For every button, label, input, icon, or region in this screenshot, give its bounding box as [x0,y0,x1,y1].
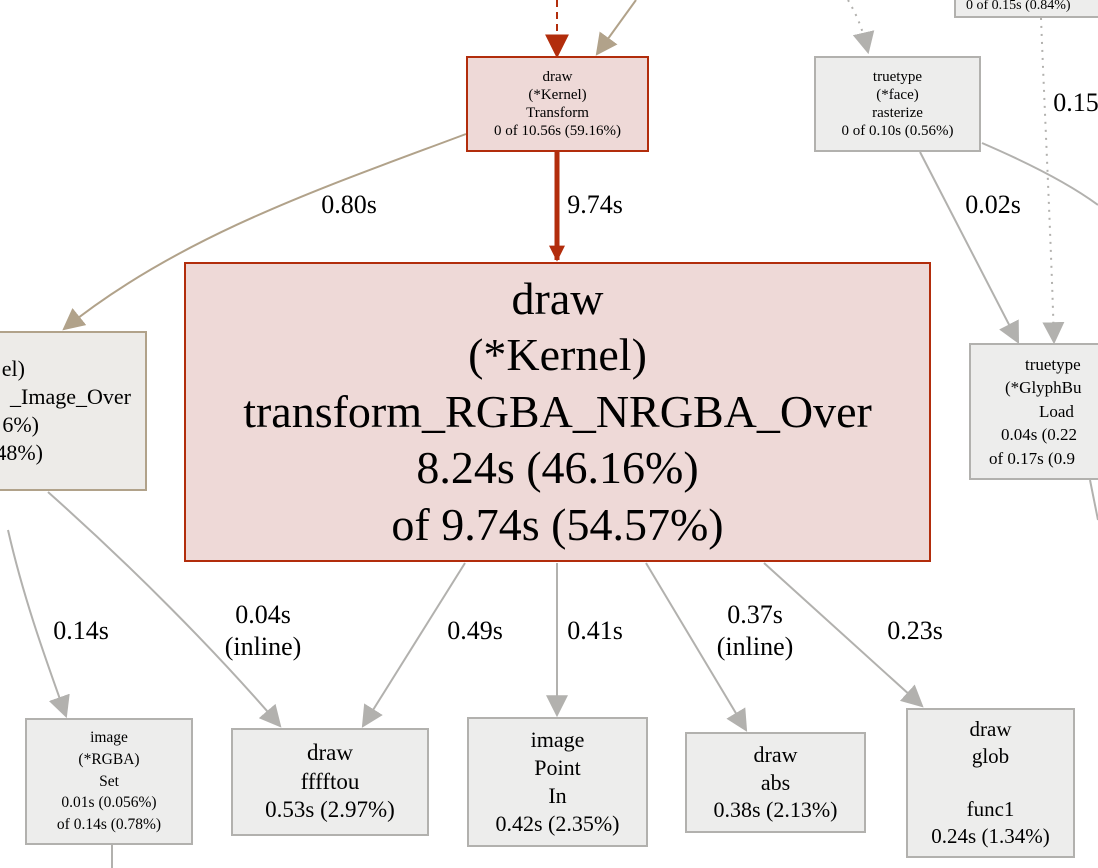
node-kernel-transform-line-3: 0 of 10.56s (59.16%) [493,123,622,139]
node-glyphbuf-line-2: Load [1039,401,1074,421]
node-image-set-line-0: image [90,729,128,747]
node-main-line-3: 8.24s (46.16%) [416,442,699,494]
node-glyphbuf-line-3: 0.04s (0.22 [1001,425,1078,445]
node-image-over-line-1: _Image_Over [10,383,131,409]
node-kernel-transform-line-0: draw [542,69,573,85]
edge-main-to-glob [763,562,924,708]
node-truetype-rasterize-line-3: 0 of 0.10s (0.56%) [841,123,954,139]
edge-label-main-to-glob: 0.23s [887,616,943,645]
edge-label-transform-to-main: 9.74s [567,190,623,219]
node-draw-glob-func1[interactable]: draw glob func1 0.24s (1.34%) [906,708,1075,858]
node-truetype-rasterize-line-1: (*face) [876,87,919,103]
node-kernel-transform-line-2: Transform [526,105,589,121]
edge-label-top-right: 0.15 [1053,88,1098,117]
node-truetype-rasterize[interactable]: truetype (*face) rasterize 0 of 0.10s (0… [814,56,981,152]
node-image-over-line-3: 48%) [0,440,43,466]
node-kernel-transform[interactable]: draw (*Kernel) Transform 0 of 10.56s (59… [466,56,649,152]
edge-label-main-to-fffftou: 0.49s [447,616,503,645]
node-main-line-2: transform_RGBA_NRGBA_Over [243,385,872,437]
node-glyphbuf-line-4: of 0.17s (0.9 [989,448,1075,468]
node-image-set-line-3: 0.01s (0.056%) [61,794,157,812]
edge-rasterize-to-load [919,151,1020,344]
node-glob-line-1: glob [971,744,1010,769]
edge-transform-to-over [62,133,467,331]
node-main-line-1: (*Kernel) [468,329,647,381]
node-top-right-partial[interactable]: 0 of 0.15s (0.84%) [954,0,1098,18]
edge-rasterize-to-right [981,142,1098,206]
node-draw-abs[interactable]: draw abs 0.38s (2.13%) [685,732,866,833]
node-image-over-line-2: 6%) [2,412,39,437]
edge-glyphbuf-out [1089,479,1098,521]
node-top-right-line-0: 0 of 0.15s (0.84%) [966,0,1071,14]
edge-label-main-to-point: 0.41s [567,616,623,645]
node-main-line-0: draw [511,272,604,324]
edge-label-main-to-abs: 0.37s (inline) [716,600,794,661]
edge-main-to-fffftou [361,562,466,728]
node-image-rgba-set[interactable]: image (*RGBA) Set 0.01s (0.056%) of 0.14… [25,718,193,845]
node-fffftou-line-0: draw [307,739,353,765]
node-truetype-rasterize-line-2: rasterize [872,105,923,121]
edge-main-to-abs [645,562,748,732]
node-image-over-line-0: el) [1,355,25,381]
node-glob-line-0: draw [969,716,1012,741]
node-point-in-line-1: Point [534,755,581,781]
node-truetype-rasterize-line-0: truetype [872,69,923,85]
edge-label-rasterize-to-load: 0.02s [965,190,1021,219]
node-glob-line-4: 0.24s (1.34%) [931,823,1050,848]
node-abs-line-2: 0.38s (2.13%) [713,797,838,823]
edge-top-right-dotted [1040,17,1065,345]
edge-over-to-set [7,529,70,719]
edge-incoming-tan [595,0,637,56]
edge-label-transform-to-over: 0.80s [321,190,377,219]
node-transform-rgba-nrgba-over[interactable]: draw (*Kernel) transform_RGBA_NRGBA_Over… [184,262,931,562]
node-main-line-4: of 9.74s (54.57%) [391,498,724,550]
node-point-in-line-0: image [530,727,585,753]
edge-incoming-dotted [847,0,875,55]
node-abs-line-0: draw [753,741,798,767]
node-glyphbuf-line-1: (*GlyphBu [1005,378,1082,398]
node-glyphbuf-line-0: truetype [1025,354,1081,374]
node-point-in-line-2: In [548,783,567,808]
node-image-set-line-4: of 0.14s (0.78%) [56,816,162,834]
node-glob-line-3: func1 [966,796,1015,821]
edge-over-to-fffftou [47,491,282,728]
edge-label-over-to-fffftou: 0.04s (inline) [224,600,302,661]
node-draw-fffftou[interactable]: draw fffftou 0.53s (2.97%) [231,728,429,836]
node-glyphbuf-load[interactable]: truetype (*GlyphBu Load 0.04s (0.22 of 0… [969,343,1098,480]
node-image-set-line-1: (*RGBA) [78,750,140,768]
node-fffftou-line-2: 0.53s (2.97%) [265,797,395,823]
node-kernel-transform-line-1: (*Kernel) [528,87,587,103]
node-image-point-in[interactable]: image Point In 0.42s (2.35%) [467,717,648,847]
node-fffftou-line-1: fffftou [300,768,360,794]
node-point-in-line-3: 0.42s (2.35%) [495,810,620,836]
node-image-set-line-2: Set [99,772,119,790]
edge-label-over-to-set: 0.14s [53,616,109,645]
node-abs-line-1: abs [760,769,791,795]
node-image-over[interactable]: el) _Image_Over 6%) 48%) [0,331,147,491]
